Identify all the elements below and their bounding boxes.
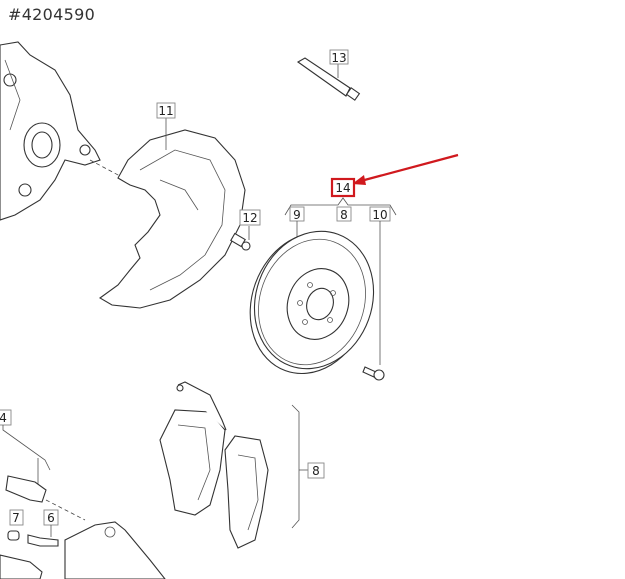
callout-4: 4 — [0, 411, 7, 425]
callout-10: 10 — [372, 208, 387, 222]
callout-14: 14 — [335, 181, 350, 195]
part-number: #4204590 — [8, 5, 96, 24]
guide-bushing-lower[interactable] — [0, 554, 43, 579]
disc-screw[interactable] — [362, 366, 385, 381]
steering-knuckle[interactable] — [0, 41, 101, 221]
bolt-12[interactable] — [230, 232, 251, 251]
callout-12: 12 — [242, 211, 257, 225]
callout-13: 13 — [331, 51, 346, 65]
callout-11: 11 — [158, 104, 173, 118]
callout-6: 6 — [47, 511, 55, 525]
brake-pad-inner[interactable] — [159, 381, 227, 516]
splash-shield[interactable] — [98, 129, 246, 309]
brake-caliper[interactable] — [64, 521, 166, 579]
callout-8-pads: 8 — [312, 464, 320, 478]
brake-pad-outer[interactable] — [224, 435, 269, 549]
cap-7[interactable] — [7, 530, 20, 541]
brake-disc[interactable] — [231, 214, 393, 390]
callout-9: 9 — [293, 208, 301, 222]
highlight-arrow — [356, 153, 459, 184]
guide-bolt-6[interactable] — [27, 534, 59, 547]
callout-8-disc: 8 — [340, 208, 348, 222]
grease-tube[interactable] — [296, 57, 361, 101]
callout-7: 7 — [12, 511, 20, 525]
guide-bushing[interactable] — [5, 475, 47, 503]
arrowhead-icon — [352, 175, 366, 185]
